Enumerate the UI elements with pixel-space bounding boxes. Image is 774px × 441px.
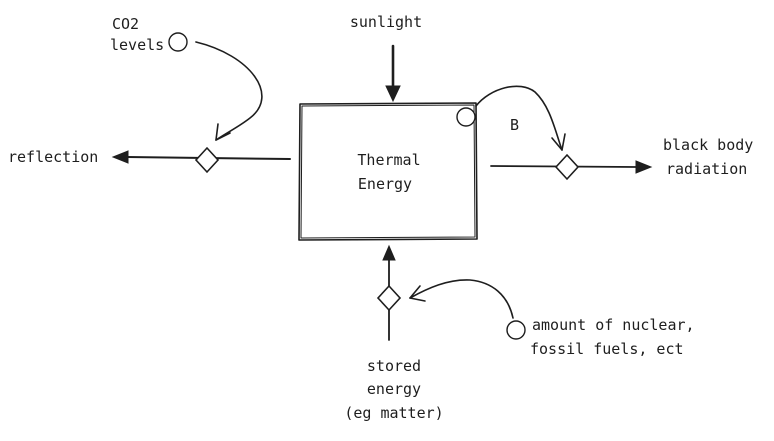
stored-energy-flow[interactable]: stored energy (eg matter) — [344, 244, 444, 422]
reflection-arrow-head — [111, 150, 129, 164]
stock-label-line2: Energy — [358, 175, 412, 193]
reflection-valve — [194, 146, 220, 174]
black-body-label-line1: black body — [663, 136, 753, 154]
stored-label-line2: energy — [367, 380, 421, 398]
stored-label-line3: (eg matter) — [344, 404, 443, 422]
co2-connector — [195, 41, 263, 141]
stock-label-line1: Thermal — [357, 151, 420, 169]
stored-energy-valve — [376, 284, 402, 312]
sunlight-label: sunlight — [350, 13, 422, 31]
fuel-connector — [409, 279, 514, 319]
fuel-label-line1: amount of nuclear, — [532, 316, 695, 334]
sunlight-arrow-head — [385, 85, 401, 103]
fuel-label-line2: fossil fuels, ect — [530, 340, 684, 358]
stored-energy-arrow-head — [382, 244, 396, 261]
reflection-label: reflection — [8, 148, 98, 166]
black-body-valve — [554, 153, 580, 181]
balancing-loop-connector: B — [456, 85, 566, 151]
sunlight-flow[interactable]: sunlight — [350, 13, 422, 103]
co2-levels-converter[interactable]: CO2 levels — [110, 15, 188, 54]
co2-label-line2: levels — [110, 36, 164, 54]
fuel-converter-circle — [506, 320, 526, 340]
stock-converter-circle — [456, 107, 476, 127]
fuel-amount-converter[interactable]: amount of nuclear, fossil fuels, ect — [506, 316, 695, 358]
black-body-arrow-head — [635, 160, 653, 174]
loop-label: B — [510, 116, 519, 134]
co2-converter-circle — [168, 32, 188, 52]
black-body-label-line2: radiation — [666, 160, 747, 178]
stored-label-line1: stored — [367, 357, 421, 375]
thermal-energy-stock[interactable]: Thermal Energy — [298, 102, 478, 241]
reflection-flow[interactable]: reflection — [8, 146, 291, 174]
black-body-radiation-flow[interactable]: black body radiation — [490, 136, 753, 181]
co2-label-line1: CO2 — [112, 15, 139, 33]
